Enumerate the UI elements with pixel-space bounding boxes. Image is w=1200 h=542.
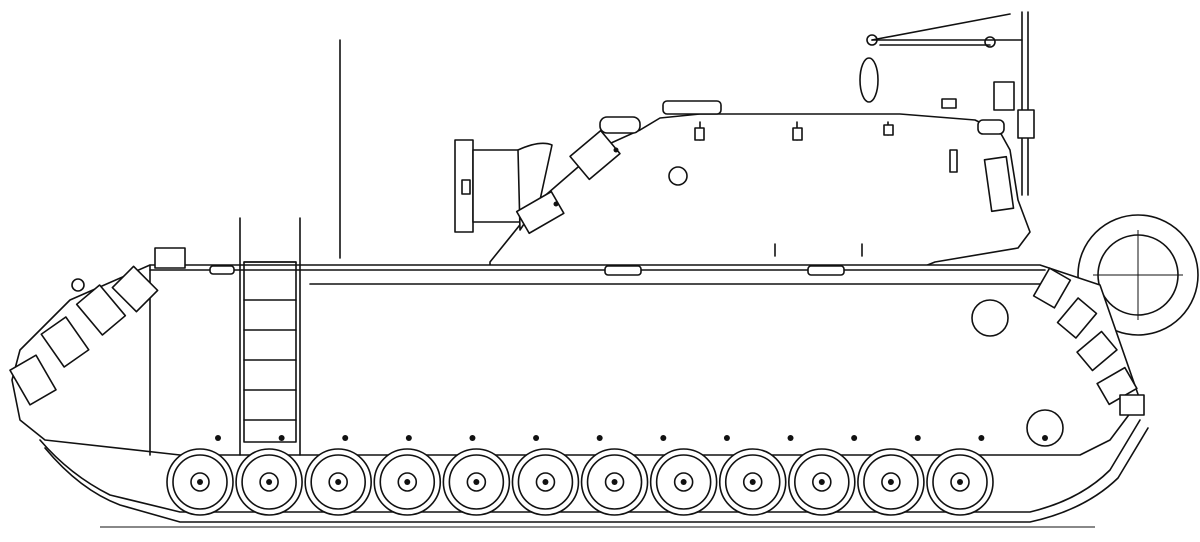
rear-armour-links [1032,267,1145,416]
hull-bolt [278,435,285,441]
hull-bolt [723,435,730,441]
front-armour-links [9,247,186,406]
road-wheel [304,448,372,516]
road-wheel [857,448,925,516]
hull-bolt [660,435,667,441]
hull-bolt [787,435,794,441]
road-wheel [926,448,994,516]
hull-bolt [978,435,985,441]
hull-bolt [1042,435,1048,441]
hull-bolt [533,435,540,441]
hatch-rosette-upper [971,299,1009,337]
cupola [662,100,722,115]
hull-bolt [914,435,921,441]
hull-bolt [215,435,221,441]
road-wheel [166,448,234,516]
ladder [239,217,301,456]
road-wheel [235,448,303,516]
rear-idler-drum [1077,214,1199,336]
crane-hook-ring [859,57,879,103]
road-wheel [788,448,856,516]
superstructure [489,98,1031,271]
gun-mantlet [454,129,621,235]
vision-port [668,166,688,186]
hull-bolt [405,435,412,441]
lower-hull-bolts [215,435,1048,441]
road-wheel [442,448,511,516]
road-wheel [718,448,787,516]
jib-crane [859,11,1035,196]
hull-bolt [596,435,603,441]
hull-bolt [469,435,476,441]
track-lower-run [44,427,1149,523]
road-wheel [373,448,442,516]
road-wheel [511,448,580,516]
hatch-rosette-lower [1026,409,1064,447]
road-wheel [649,448,718,516]
road-wheels [166,448,994,516]
hull-bolt [851,435,858,441]
road-wheel [580,448,649,516]
hull-bolt [342,435,349,441]
hull [11,264,1141,456]
